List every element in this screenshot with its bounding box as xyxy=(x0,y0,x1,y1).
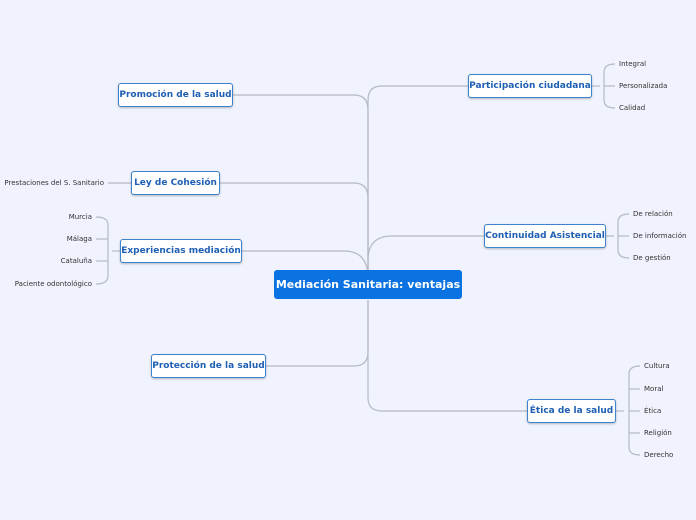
node-ley-cohesion[interactable]: Ley de Cohesión xyxy=(131,171,220,195)
leaf-murcia[interactable]: Murcia xyxy=(68,213,92,221)
node-etica-salud[interactable]: Ética de la salud xyxy=(527,399,616,423)
leaf-derecho[interactable]: Derecho xyxy=(644,451,674,459)
node-participacion-ciudadana[interactable]: Participación ciudadana xyxy=(468,74,592,98)
leaf-personalizada[interactable]: Personalizada xyxy=(619,82,668,90)
leaf-etica[interactable]: Ética xyxy=(644,407,662,415)
leaf-cultura[interactable]: Cultura xyxy=(644,362,670,370)
leaf-calidad[interactable]: Calidad xyxy=(619,104,646,112)
leaf-integral[interactable]: Integral xyxy=(619,60,647,68)
leaf-paciente-odontologico[interactable]: Paciente odontológico xyxy=(14,280,92,288)
leaf-de-informacion[interactable]: De información xyxy=(633,232,687,240)
leaf-de-relacion[interactable]: De relación xyxy=(633,210,673,218)
node-experiencias-mediacion[interactable]: Experiencias mediación xyxy=(120,239,242,263)
central-topic[interactable]: Mediación Sanitaria: ventajas xyxy=(274,270,462,299)
node-continuidad-asistencial[interactable]: Continuidad Asistencial xyxy=(484,224,606,248)
leaf-de-gestion[interactable]: De gestión xyxy=(633,254,671,262)
leaf-moral[interactable]: Moral xyxy=(644,385,664,393)
leaf-cataluna[interactable]: Cataluña xyxy=(60,257,92,265)
node-promocion-salud[interactable]: Promoción de la salud xyxy=(118,83,233,107)
leaf-religion[interactable]: Religión xyxy=(644,429,672,437)
leaf-prestaciones[interactable]: Prestaciones del S. Sanitario xyxy=(4,179,104,187)
node-proteccion-salud[interactable]: Protección de la salud xyxy=(151,354,266,378)
leaf-malaga[interactable]: Málaga xyxy=(66,235,92,243)
